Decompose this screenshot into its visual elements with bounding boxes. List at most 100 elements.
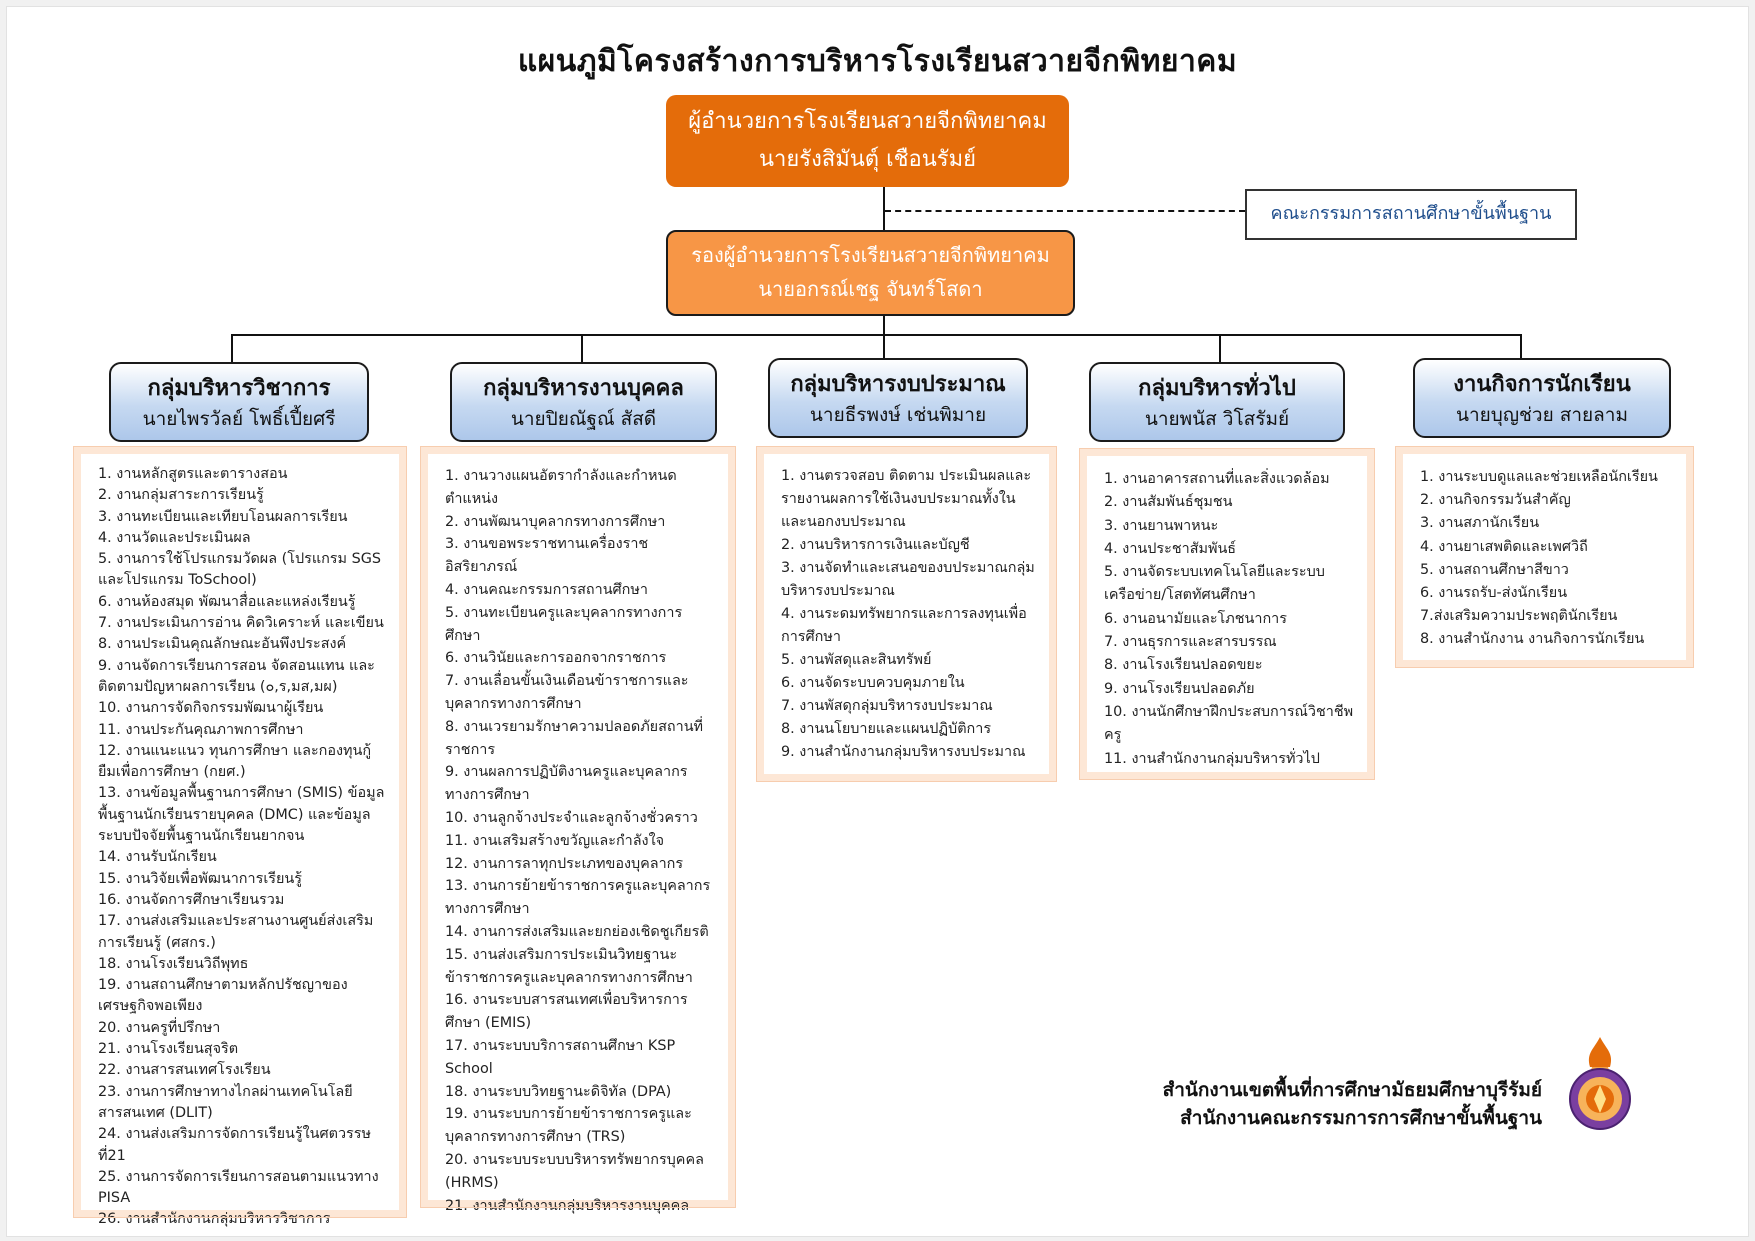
group-name: กลุ่มบริหารทั่วไป — [1138, 376, 1296, 401]
group-budget: กลุ่มบริหารงบประมาณ นายธีรพงษ์ เช่นพิมาย — [768, 358, 1028, 438]
task-item: 5. งานพัสดุและสินทรัพย์ — [781, 652, 932, 668]
task-item: 18. งานโรงเรียนวิถีพุทธ — [98, 955, 249, 972]
group-head: นายพนัส วิโสรัมย์ — [1144, 408, 1290, 430]
task-item: 18. งานระบบวิทยฐานะดิจิทัล (DPA) — [445, 1083, 672, 1100]
deputy-box: รองผู้อำนวยการโรงเรียนสวายจีกพิทยาคม นาย… — [666, 230, 1075, 316]
task-list-student-affairs: 1. งานระบบดูแลและช่วยเหลือนักเรียน 2. งา… — [1395, 446, 1694, 668]
task-item: 2. งานบริหารการเงินและบัญชี — [781, 537, 970, 553]
director-position: ผู้อำนวยการโรงเรียนสวายจีกพิทยาคม — [688, 109, 1047, 134]
task-item: 5. งานทะเบียนครูและบุคลากรทางการศึกษา — [445, 604, 683, 644]
task-item: 25. งานการจัดการเรียนการสอนตามแนวทาง PIS… — [98, 1168, 379, 1207]
task-item: 20. งานครูที่ปรึกษา — [98, 1019, 221, 1036]
task-item: 7.ส่งเสริมความประพฤตินักเรียน — [1420, 608, 1618, 625]
task-item: 5. งานการใช้โปรแกรมวัดผล (โปรแกรม SGS แล… — [98, 551, 382, 589]
task-item: 3. งานยานพาหนะ — [1104, 517, 1219, 534]
task-item: 6. งานรถรับ-ส่งนักเรียน — [1420, 585, 1568, 602]
task-item: 19. งานระบบการย้ายข้าราชการครูและบุคลากร… — [445, 1106, 692, 1146]
task-item: 8. งานโรงเรียนปลอดขยะ — [1104, 657, 1263, 674]
task-item: 16. งานจัดการศึกษาเรียนรวม — [98, 891, 285, 908]
task-item: 7. งานเลื่อนขั้นเงินเดือนข้าราชการและบุค… — [445, 673, 689, 712]
group-general: กลุ่มบริหารทั่วไป นายพนัส วิโสรัมย์ — [1089, 362, 1345, 442]
task-item: 9. งานผลการปฏิบัติงานครูและบุคลากรทางการ… — [445, 764, 688, 804]
task-item: 4. งานประชาสัมพันธ์ — [1104, 540, 1237, 557]
connector-group-2 — [883, 334, 885, 360]
task-item: 12. งานการลาทุกประเภทของบุคลากร — [445, 855, 684, 872]
task-item: 21. งานสำนักงานกลุ่มบริหารงานบุคคล — [445, 1197, 690, 1214]
task-list-personnel: 1. งานวางแผนอัตรากำลังและกำหนดตำแหน่ง 2.… — [420, 446, 736, 1214]
committee-box: คณะกรรมการสถานศึกษาขั้นพื้นฐาน — [1245, 189, 1577, 240]
task-item: 6. งานอนามัยและโภชนาการ — [1104, 610, 1287, 627]
task-item: 20. งานระบบระบบบริหารทรัพยากรบุคคล (HRMS… — [445, 1151, 704, 1191]
task-item: 2. งานสัมพันธ์ชุมชน — [1104, 494, 1233, 511]
task-item: 7. งานพัสดุกลุ่มบริหารงบประมาณ — [781, 698, 993, 714]
task-item: 15. งานวิจัยเพื่อพัฒนาการเรียนรู้ — [98, 870, 302, 887]
group-name: งานกิจการนักเรียน — [1453, 372, 1631, 397]
director-box: ผู้อำนวยการโรงเรียนสวายจีกพิทยาคม นายรัง… — [666, 95, 1069, 187]
group-student-affairs: งานกิจการนักเรียน นายบุญช่วย สายลาม — [1413, 358, 1671, 438]
group-personnel: กลุ่มบริหารงานบุคคล นายปิยณัฐณ์ สัสดี — [450, 362, 717, 442]
task-item: 11. งานเสริมสร้างขวัญและกำลังใจ — [445, 832, 665, 849]
task-item: 13. งานการย้ายข้าราชการครูและบุคลากรทางก… — [445, 878, 711, 918]
task-item: 1. งานหลักสูตรและตารางสอน — [98, 466, 288, 482]
connector-committee — [885, 210, 1245, 212]
task-item: 1. งานระบบดูแลและช่วยเหลือนักเรียน — [1420, 469, 1658, 485]
task-item: 24. งานส่งเสริมการจัดการเรียนรู้ในศตวรรษ… — [98, 1126, 371, 1164]
task-item: 5. งานสถานศึกษาสีขาว — [1420, 561, 1569, 578]
task-item: 17. งานระบบบริการสถานศึกษา KSP School — [445, 1037, 676, 1077]
task-item: 26. งานสำนักงานกลุ่มบริหารวิชาการ — [98, 1211, 331, 1228]
task-item: 16. งานระบบสารสนเทศเพื่อบริหารการศึกษา (… — [445, 992, 688, 1032]
task-item: 3. งานสภานักเรียน — [1420, 515, 1540, 532]
task-item: 11. งานสำนักงานกลุ่มบริหารทั่วไป — [1104, 750, 1320, 767]
task-item: 9. งานจัดการเรียนการสอน จัดสอนแทน และติด… — [98, 657, 375, 695]
task-item: 11. งานประกันคุณภาพการศึกษา — [98, 721, 304, 738]
deputy-position: รองผู้อำนวยการโรงเรียนสวายจีกพิทยาคม — [691, 243, 1050, 267]
task-item: 13. งานข้อมูลพื้นฐานการศึกษา (SMIS) ข้อม… — [98, 785, 385, 845]
task-item: 6. งานห้องสมุด พัฒนาสื่อและแหล่งเรียนรู้ — [98, 593, 356, 610]
task-item: 2. งานกลุ่มสาระการเรียนรู้ — [98, 487, 264, 504]
task-item: 15. งานส่งเสริมการประเมินวิทยฐานะข้าราชก… — [445, 946, 693, 986]
connector-deputy-bus — [883, 316, 885, 335]
task-item: 23. งานการศึกษาทางไกลผ่านเทคโนโลยีสารสนเ… — [98, 1083, 353, 1121]
task-item: 14. งานรับนักเรียน — [98, 849, 217, 866]
task-item: 2. งานพัฒนาบุคลากรทางการศึกษา — [445, 513, 666, 530]
group-head: นายบุญช่วย สายลาม — [1455, 404, 1628, 426]
task-item: 1. งานตรวจสอบ ติดตาม ประเมินผลและรายงานผ… — [781, 468, 1032, 530]
task-item: 8. งานสำนักงาน งานกิจการนักเรียน — [1420, 631, 1645, 648]
task-item: 7. งานธุรการและสารบรรณ — [1104, 634, 1277, 651]
group-head: นายธีรพงษ์ เช่นพิมาย — [809, 404, 987, 426]
footer-office-line1: สำนักงานเขตพื้นที่การศึกษามัธยมศึกษาบุรี… — [1162, 1079, 1542, 1101]
deputy-name: นายอกรณ์เชฐ จันทร์โสดา — [758, 277, 983, 301]
group-name: กลุ่มบริหารงบประมาณ — [790, 372, 1006, 397]
task-item: 9. งานโรงเรียนปลอดภัย — [1104, 680, 1255, 697]
task-item: 4. งานวัดและประเมินผล — [98, 529, 251, 546]
task-item: 8. งานนโยบายและแผนปฏิบัติการ — [781, 721, 992, 737]
connector-group-1 — [581, 334, 583, 362]
task-item: 1. งานวางแผนอัตรากำลังและกำหนดตำแหน่ง — [445, 468, 677, 507]
task-item: 9. งานสำนักงานกลุ่มบริหารงบประมาณ — [781, 744, 1026, 760]
task-item: 3. งานจัดทำและเสนอของบประมาณกลุ่มบริหารง… — [781, 560, 1035, 599]
group-head: นายไพรวัลย์ โพธิ์เปี้ยศรี — [142, 408, 336, 430]
connector-group-3 — [1219, 334, 1221, 362]
task-item: 3. งานขอพระราชทานเครื่องราชอิสริยาภรณ์ — [445, 536, 649, 576]
task-item: 21. งานโรงเรียนสุจริต — [98, 1041, 239, 1058]
task-list-academic: 1. งานหลักสูตรและตารางสอน 2. งานกลุ่มสาร… — [73, 446, 407, 1227]
task-item: 7. งานประเมินการอ่าน คิดวิเคราะห์ และเขี… — [98, 615, 384, 632]
connector-group-0 — [231, 334, 233, 362]
connector-horizontal-bus — [231, 334, 1522, 336]
task-item: 1. งานอาคารสถานที่และสิ่งแวดล้อม — [1104, 471, 1330, 487]
task-item: 5. งานจัดระบบเทคโนโลยีและระบบเครือข่าย/โ… — [1104, 564, 1325, 604]
task-item: 6. งานวินัยและการออกจากราชการ — [445, 650, 667, 667]
task-item: 4. งานยาเสพติดและเพศวิถี — [1420, 538, 1588, 555]
group-head: นายปิยณัฐณ์ สัสดี — [510, 408, 657, 430]
task-item: 8. งานประเมินคุณลักษณะอันพึงประสงค์ — [98, 636, 347, 653]
task-list-general: 1. งานอาคารสถานที่และสิ่งแวดล้อม 2. งานส… — [1079, 448, 1375, 780]
obec-seal-icon — [1569, 1037, 1631, 1130]
connector-director-deputy — [883, 187, 885, 230]
chart-title: แผนภูมิโครงสร้างการบริหารโรงเรียนสวายจีก… — [517, 44, 1238, 79]
task-item: 17. งานส่งเสริมและประสานงานศูนย์ส่งเสริม… — [98, 913, 374, 951]
group-academic: กลุ่มบริหารวิชาการ นายไพรวัลย์ โพธิ์เปี้… — [109, 362, 369, 442]
group-name: กลุ่มบริหารวิชาการ — [147, 376, 331, 401]
task-item: 19. งานสถานศึกษาตามหลักปรัชญาของเศรษฐกิจ… — [98, 977, 348, 1015]
group-name: กลุ่มบริหารงานบุคคล — [483, 376, 684, 401]
task-item: 14. งานการส่งเสริมและยกย่องเชิดชูเกียรติ — [445, 923, 709, 940]
